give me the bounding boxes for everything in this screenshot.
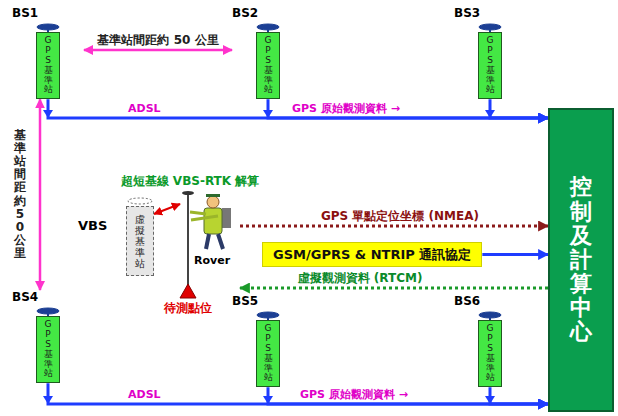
protocol-text: GSM/GPRS & NTRIP 通訊協定	[273, 247, 471, 262]
annotation-label: 待測點位	[164, 302, 212, 315]
station-label: BS1	[12, 6, 84, 20]
free-label-holder: ADSL	[128, 388, 161, 401]
station-box: BS3GPS基準站	[454, 6, 526, 99]
connector	[482, 253, 548, 256]
connector-label-holder: 虛擬觀測資料 (RTCM)	[298, 271, 423, 285]
station-text: GPS基準站	[486, 324, 495, 383]
antenna-dish	[479, 24, 501, 30]
connector-label-holder: 超短基線 VBS-RTK 解算	[121, 174, 260, 188]
station-text: GPS基準站	[264, 324, 273, 383]
free-label-holder: 待測點位	[164, 302, 212, 315]
station-body: GPS基準站	[478, 320, 502, 387]
station-label: BS3	[454, 6, 526, 20]
connector	[48, 99, 548, 118]
station-label: BS5	[232, 294, 304, 308]
connector-label: 超短基線 VBS-RTK 解算	[121, 174, 260, 188]
antenna-dish	[257, 24, 279, 30]
rover-antenna	[182, 191, 194, 195]
rover-figure: Rover	[180, 190, 240, 298]
control-center-box: 控制及計算中心	[548, 108, 614, 412]
station-box: BS2GPS基準站	[232, 6, 304, 99]
connector-label: GPS 單點定位坐標 (NMEA)	[321, 209, 479, 223]
survey-pole	[187, 194, 189, 288]
torso	[204, 208, 222, 234]
antenna-dish	[37, 308, 59, 314]
antenna-dish	[37, 24, 59, 30]
connector	[240, 287, 548, 290]
bus-arrowheads	[43, 110, 495, 404]
station-label: BS6	[454, 294, 526, 308]
connector	[490, 387, 548, 404]
station-box: BS5GPS基準站	[232, 294, 304, 387]
antenna-dish	[257, 312, 279, 318]
hat	[206, 194, 220, 197]
station-text: GPS基準站	[44, 36, 53, 95]
connector	[268, 387, 548, 404]
connector	[84, 49, 232, 52]
station-box: BS4GPS基準站	[12, 290, 84, 383]
station-text: GPS基準站	[44, 320, 53, 379]
station-body: GPS基準站	[478, 32, 502, 99]
station-body: GPS基準站	[36, 316, 60, 383]
station-body: GPS基準站	[36, 32, 60, 99]
rover-label: Rover	[194, 254, 240, 267]
connector-label: 基準站間距約50公里	[14, 129, 26, 261]
station-body: GPS基準站	[256, 320, 280, 387]
annotation-label: ADSL	[128, 102, 161, 115]
connector-label: 基準站間距約 50 公里	[97, 33, 218, 47]
station-text: GPS基準站	[264, 36, 273, 95]
survey-point-triangle	[180, 284, 196, 298]
connector	[490, 99, 548, 118]
center-text: 控制及計算中心	[570, 175, 592, 344]
free-label-holder: GPS 原始觀測資料 →	[292, 102, 400, 115]
free-label-holder: GPS 原始觀測資料 →	[300, 388, 408, 401]
station-box: BS1GPS基準站	[12, 6, 84, 99]
connector	[39, 99, 42, 290]
leg	[206, 234, 209, 249]
arm	[190, 212, 206, 214]
connector	[240, 225, 548, 228]
virtual-station-body: 虛擬基準站	[126, 206, 154, 276]
connector	[154, 204, 180, 214]
connector	[268, 99, 548, 118]
connector-label: 虛擬觀測資料 (RTCM)	[298, 271, 423, 285]
head	[207, 196, 219, 208]
station-label: BS2	[232, 6, 304, 20]
connector-label-holder: 基準站間距約 50 公里	[97, 33, 218, 47]
virtual-antenna-dish	[128, 198, 152, 204]
annotation-label: GPS 原始觀測資料 →	[292, 102, 400, 115]
connector-label-holder: GPS 單點定位坐標 (NMEA)	[321, 209, 479, 223]
leg	[218, 234, 223, 249]
free-label-holder: ADSL	[128, 102, 161, 115]
virtual-station-box: VBS 虛擬基準站	[78, 196, 154, 276]
protocol-box: GSM/GPRS & NTRIP 通訊協定	[262, 242, 482, 267]
antenna-set	[37, 24, 501, 320]
annotation-label: ADSL	[128, 388, 161, 401]
station-label: BS4	[12, 290, 84, 304]
station-body: GPS基準站	[256, 32, 280, 99]
surveyor-figure	[180, 191, 231, 298]
annotation-label: GPS 原始觀測資料 →	[300, 388, 408, 401]
antenna-dish	[479, 312, 501, 318]
station-text: GPS基準站	[486, 36, 495, 95]
connector-label-holder: 基準站間距約50公里	[14, 129, 26, 261]
backpack	[222, 208, 231, 228]
arm	[191, 216, 218, 220]
station-box: BS6GPS基準站	[454, 294, 526, 387]
station-label: VBS	[78, 218, 126, 232]
station-text: 虛擬基準站	[135, 214, 145, 269]
connector	[48, 383, 548, 404]
